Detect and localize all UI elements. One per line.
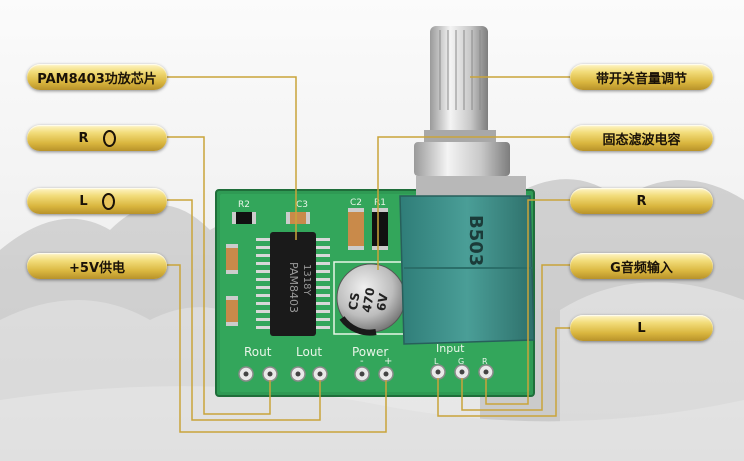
callout-l-right-label: L <box>637 320 646 336</box>
label-rout: Rout <box>244 345 272 359</box>
callout-pam8403-label: PAM8403功放芯片 <box>37 71 157 87</box>
polarity-plus: + <box>384 356 392 367</box>
cap-voltage: 6V <box>374 292 391 313</box>
callout-r-right-label: R <box>636 193 647 209</box>
ref-r2: R2 <box>238 200 250 210</box>
label-power: Power <box>352 345 388 359</box>
label-input: Input <box>436 342 465 355</box>
callout-g-label: G音频输入 <box>610 260 673 276</box>
callout-volume-label: 带开关音量调节 <box>595 71 687 87</box>
cap-value: 470 <box>360 287 378 314</box>
callout-5v-power: +5V供电 <box>27 253 167 279</box>
callout-pam8403-chip: PAM8403功放芯片 <box>27 64 167 90</box>
potentiometer: B503 <box>399 26 535 345</box>
ref-c3: C3 <box>296 200 308 210</box>
callout-g-audio-input: G音频输入 <box>570 253 713 279</box>
callout-r-left-label: R <box>78 130 89 146</box>
callout-5v-label: +5V供电 <box>69 260 125 276</box>
pin-label-l: L <box>434 357 439 366</box>
pin-label-g: G <box>458 357 464 366</box>
cap-brand: CS <box>346 291 363 311</box>
label-lout: Lout <box>296 345 322 359</box>
pot-code: B503 <box>465 215 486 266</box>
callout-capacitor-label: 固态滤波电容 <box>602 132 681 148</box>
speaker-ring-icon <box>102 129 116 147</box>
speaker-ring-icon <box>101 192 115 210</box>
callout-l-speaker: L <box>27 188 167 214</box>
callout-lines <box>167 76 570 433</box>
smd-parts <box>226 208 388 326</box>
ref-c2: C2 <box>350 198 362 208</box>
ref-r1: R1 <box>374 198 386 208</box>
callout-volume-switch: 带开关音量调节 <box>570 64 713 90</box>
pin-label-r: R <box>482 357 488 366</box>
callout-l-input: L <box>570 315 713 341</box>
polarity-minus: - <box>360 356 364 367</box>
chip-code: 1318Y <box>301 264 312 296</box>
callout-capacitor: 固态滤波电容 <box>570 125 713 151</box>
callout-l-left-label: L <box>79 193 88 209</box>
chip-label: PAM8403 <box>287 262 300 313</box>
solder-pads <box>238 364 494 382</box>
callout-r-speaker: R <box>27 125 167 151</box>
callout-r-input: R <box>570 188 713 214</box>
